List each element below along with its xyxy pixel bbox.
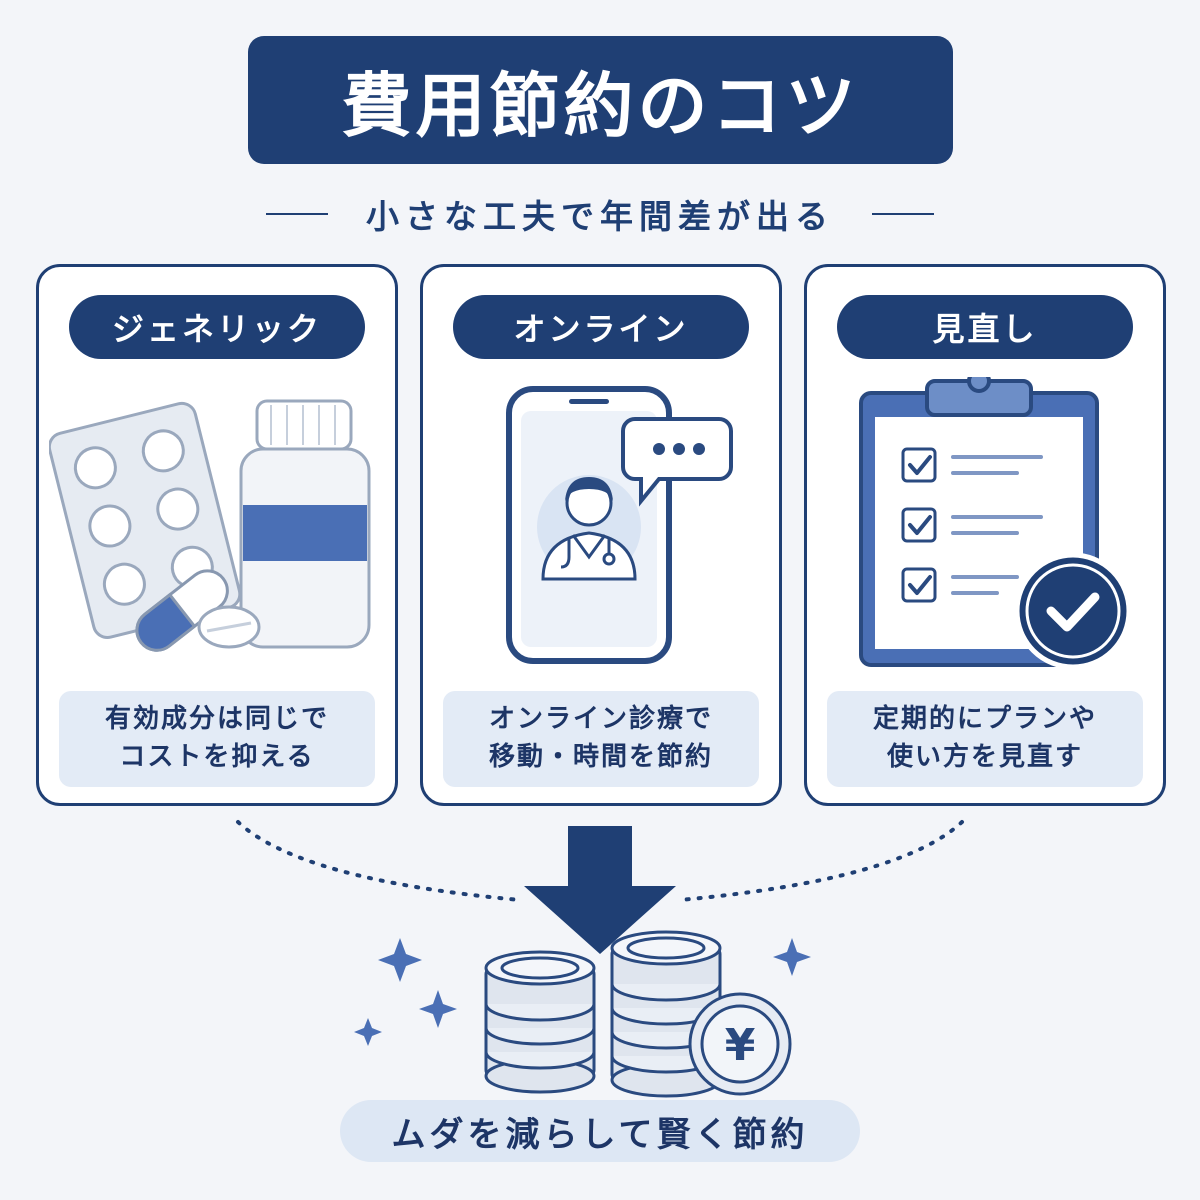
card-label: ジェネリック (69, 295, 365, 359)
caption-line: オンライン診療で (488, 704, 713, 735)
smartphone-doctor-icon (506, 386, 733, 664)
card-review: 見直し 定期的にプランや 使い方を見直す (804, 264, 1166, 806)
subtitle-rule-left (266, 213, 328, 215)
subtitle: 小さな工夫で年間差が出る (366, 197, 834, 236)
dotted-connector-left (236, 820, 522, 902)
clipboard-checklist-icon (859, 377, 1132, 670)
card-online: オンライン オンライン診療で 移動・時間を節約 (420, 264, 782, 806)
result-pill: ムダを減らして賢く節約 (340, 1100, 860, 1162)
down-arrow-icon (524, 826, 676, 954)
card-label: オンライン (453, 295, 749, 359)
caption-line: 移動・時間を節約 (488, 742, 713, 772)
caption-line: 使い方を見直す (886, 742, 1083, 772)
subtitle-row: 小さな工夫で年間差が出る (230, 186, 970, 242)
dotted-connector-right (678, 820, 964, 902)
card-label: 見直し (837, 295, 1133, 359)
card-caption: オンライン診療で 移動・時間を節約 (443, 691, 759, 787)
caption-line: 有効成分は同じで (104, 704, 329, 735)
result-graphic: ¥ (236, 820, 964, 1098)
yen-symbol: ¥ (725, 1020, 756, 1071)
yen-coins-icon (484, 930, 792, 1098)
result-text: ムダを減らして賢く節約 (391, 1114, 809, 1155)
page-title: 費用節約のコツ (341, 64, 860, 147)
subtitle-rule-right (872, 213, 934, 215)
card-caption: 有効成分は同じで コストを抑える (59, 691, 375, 787)
caption-line: 定期的にプランや (872, 704, 1097, 735)
caption-line: コストを抑える (119, 742, 315, 772)
card-caption: 定期的にプランや 使い方を見直す (827, 691, 1143, 787)
card-generic: ジェネリック 有効成分は同じで コストを抑える (36, 264, 398, 806)
title-banner: 費用節約のコツ (248, 36, 953, 164)
medicine-icon (49, 399, 371, 652)
sparkle-icon (354, 938, 811, 1046)
